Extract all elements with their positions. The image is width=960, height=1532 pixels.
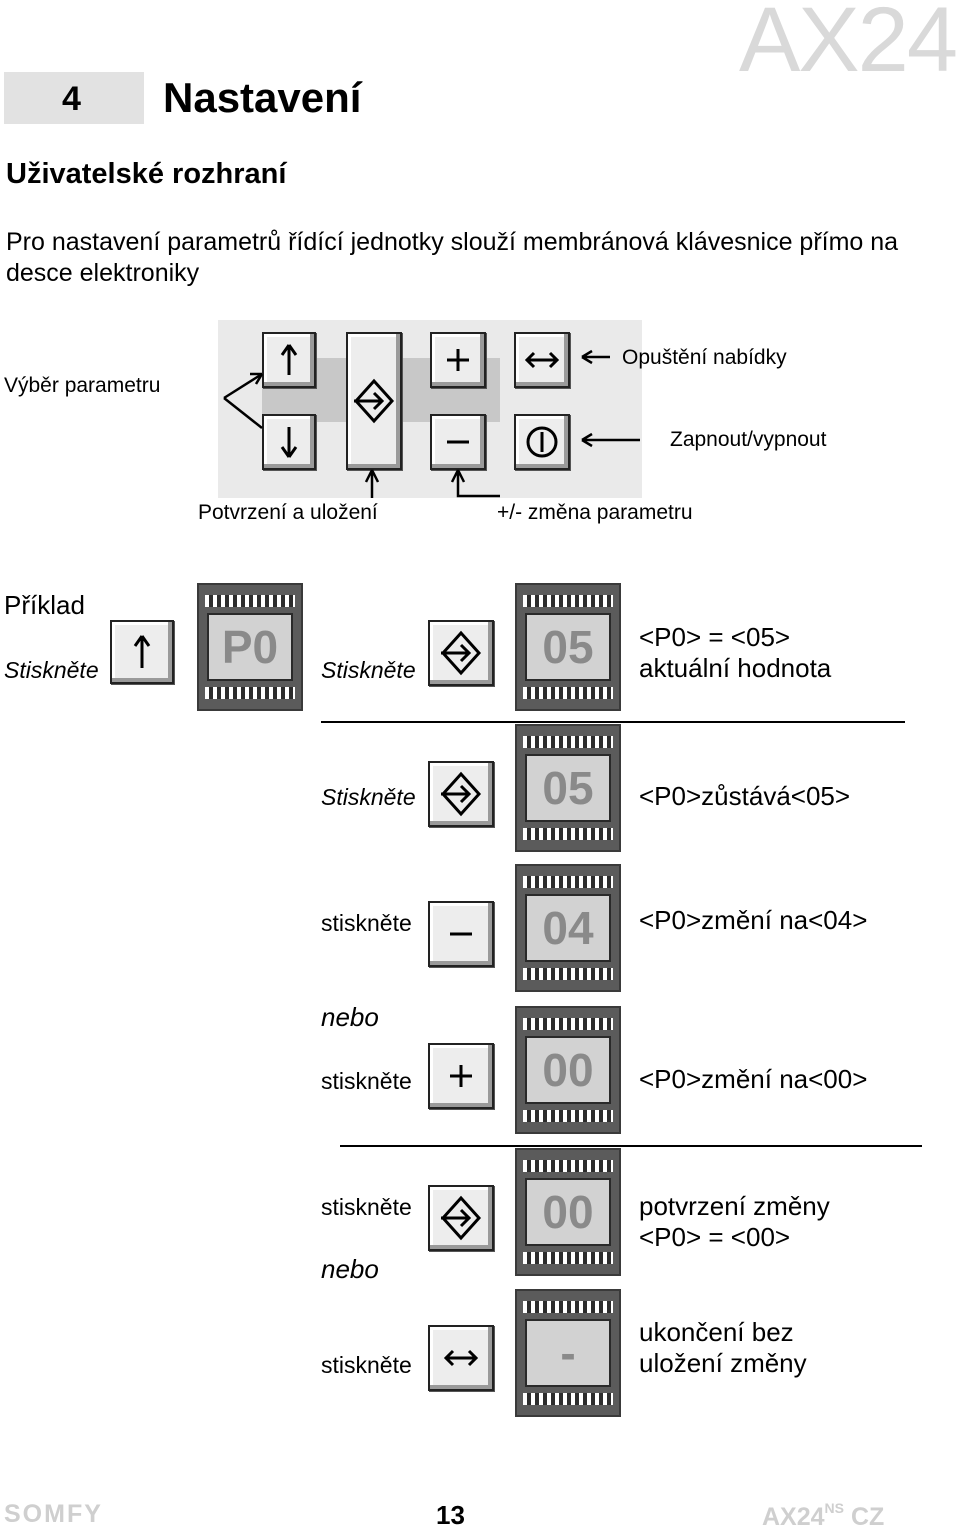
lcd-display: 05	[515, 583, 621, 711]
section-title: Uživatelské rozhraní	[6, 158, 287, 190]
footer-brand: SOMFY	[4, 1500, 103, 1528]
keypad-callouts	[223, 349, 640, 498]
lcd-display: -	[515, 1289, 621, 1417]
intro-paragraph: Pro nastavení parametrů řídící jednotky …	[6, 228, 899, 287]
minus-icon	[447, 440, 469, 444]
lcd-display: 05	[515, 724, 621, 852]
model-suffix: NS	[824, 1500, 844, 1516]
label-select-parameter: Výběr parametru	[4, 374, 161, 397]
power-key[interactable]	[514, 414, 570, 470]
enter-key[interactable]	[346, 332, 402, 470]
press-label: Stiskněte	[321, 657, 416, 683]
press-label: stiskněte	[321, 1352, 412, 1378]
language-code: CZ	[850, 1503, 885, 1531]
press-label: stiskněte	[321, 1194, 412, 1220]
lcd-display: 00	[515, 1148, 621, 1276]
lcd-value: -	[525, 1319, 611, 1387]
exit-arrows-icon	[525, 351, 559, 369]
result-text: ukončení bez	[639, 1317, 794, 1347]
or-label: nebo	[321, 1002, 379, 1032]
brand-watermark: AX24	[738, 0, 958, 91]
enter-icon	[440, 630, 482, 676]
arrow-up-icon	[280, 344, 298, 375]
up-key[interactable]	[110, 620, 174, 684]
lcd-display: 04	[515, 864, 621, 992]
enter-icon	[440, 771, 482, 817]
exit-key[interactable]	[428, 1325, 494, 1391]
lcd-value: 00	[525, 1178, 611, 1246]
plus-key[interactable]	[430, 332, 486, 388]
press-label: stiskněte	[321, 1068, 412, 1094]
example-title: Příklad	[4, 590, 85, 620]
plus-icon	[450, 1065, 472, 1087]
down-key[interactable]	[262, 414, 316, 470]
lcd-value: 05	[525, 754, 611, 822]
or-label: nebo	[321, 1254, 379, 1284]
page-number: 13	[436, 1500, 465, 1530]
minus-key[interactable]	[428, 901, 494, 967]
enter-icon	[440, 1195, 482, 1241]
divider	[321, 721, 905, 723]
power-icon	[526, 426, 558, 458]
enter-icon	[353, 378, 395, 424]
press-label: stiskněte	[321, 910, 412, 936]
press-label: Stiskněte	[4, 657, 99, 683]
label-confirm-save: Potvrzení a uložení	[198, 501, 378, 524]
result-text: <P0>zůstává<05>	[639, 781, 851, 811]
lcd-display: P0	[197, 583, 303, 711]
exit-arrows-icon	[444, 1349, 478, 1367]
footer-model: AX24NS CZ	[762, 1500, 884, 1532]
chapter-title: Nastavení	[163, 74, 362, 121]
enter-key[interactable]	[428, 620, 494, 686]
arrow-up-icon	[133, 635, 151, 668]
label-change-parameter: +/- změna parametru	[497, 501, 693, 524]
exit-key[interactable]	[514, 332, 570, 388]
result-text: <P0>změní na<00>	[639, 1064, 868, 1094]
lcd-value: 05	[525, 613, 611, 681]
result-text: aktuální hodnota	[639, 653, 832, 683]
model-name: AX24	[762, 1503, 825, 1531]
label-power: Zapnout/vypnout	[670, 428, 827, 451]
minus-icon	[450, 932, 472, 936]
lcd-value: 04	[525, 894, 611, 962]
up-key[interactable]	[262, 332, 316, 388]
divider	[340, 1145, 922, 1147]
result-text: <P0> = <00>	[639, 1222, 791, 1252]
result-text: uložení změny	[639, 1348, 807, 1378]
lcd-value: P0	[207, 613, 293, 681]
result-text: <P0> = <05>	[639, 622, 791, 652]
minus-key[interactable]	[430, 414, 486, 470]
lcd-value: 00	[525, 1036, 611, 1104]
chapter-number-box	[4, 72, 144, 124]
press-label: Stiskněte	[321, 784, 416, 810]
result-text: <P0>změní na<04>	[639, 905, 868, 935]
label-exit-menu: Opuštění nabídky	[622, 346, 787, 369]
arrow-down-icon	[280, 427, 298, 458]
enter-key[interactable]	[428, 1185, 494, 1251]
chapter-number: 4	[62, 80, 81, 118]
result-text: potvrzení změny	[639, 1191, 830, 1221]
plus-icon	[447, 349, 469, 371]
lcd-display: 00	[515, 1006, 621, 1134]
plus-key[interactable]	[428, 1043, 494, 1109]
enter-key[interactable]	[428, 761, 494, 827]
